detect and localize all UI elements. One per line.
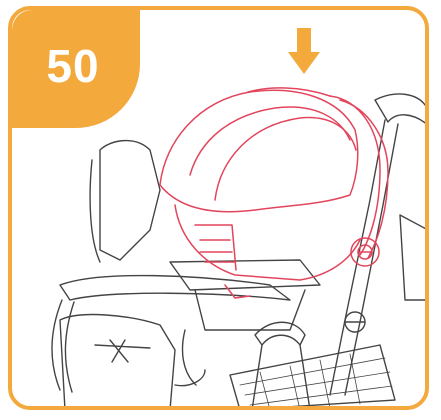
infant-car-seat <box>160 88 388 298</box>
step-number: 50 <box>28 38 118 94</box>
down-arrow-icon <box>288 28 320 74</box>
step-panel: 50 <box>8 6 429 410</box>
